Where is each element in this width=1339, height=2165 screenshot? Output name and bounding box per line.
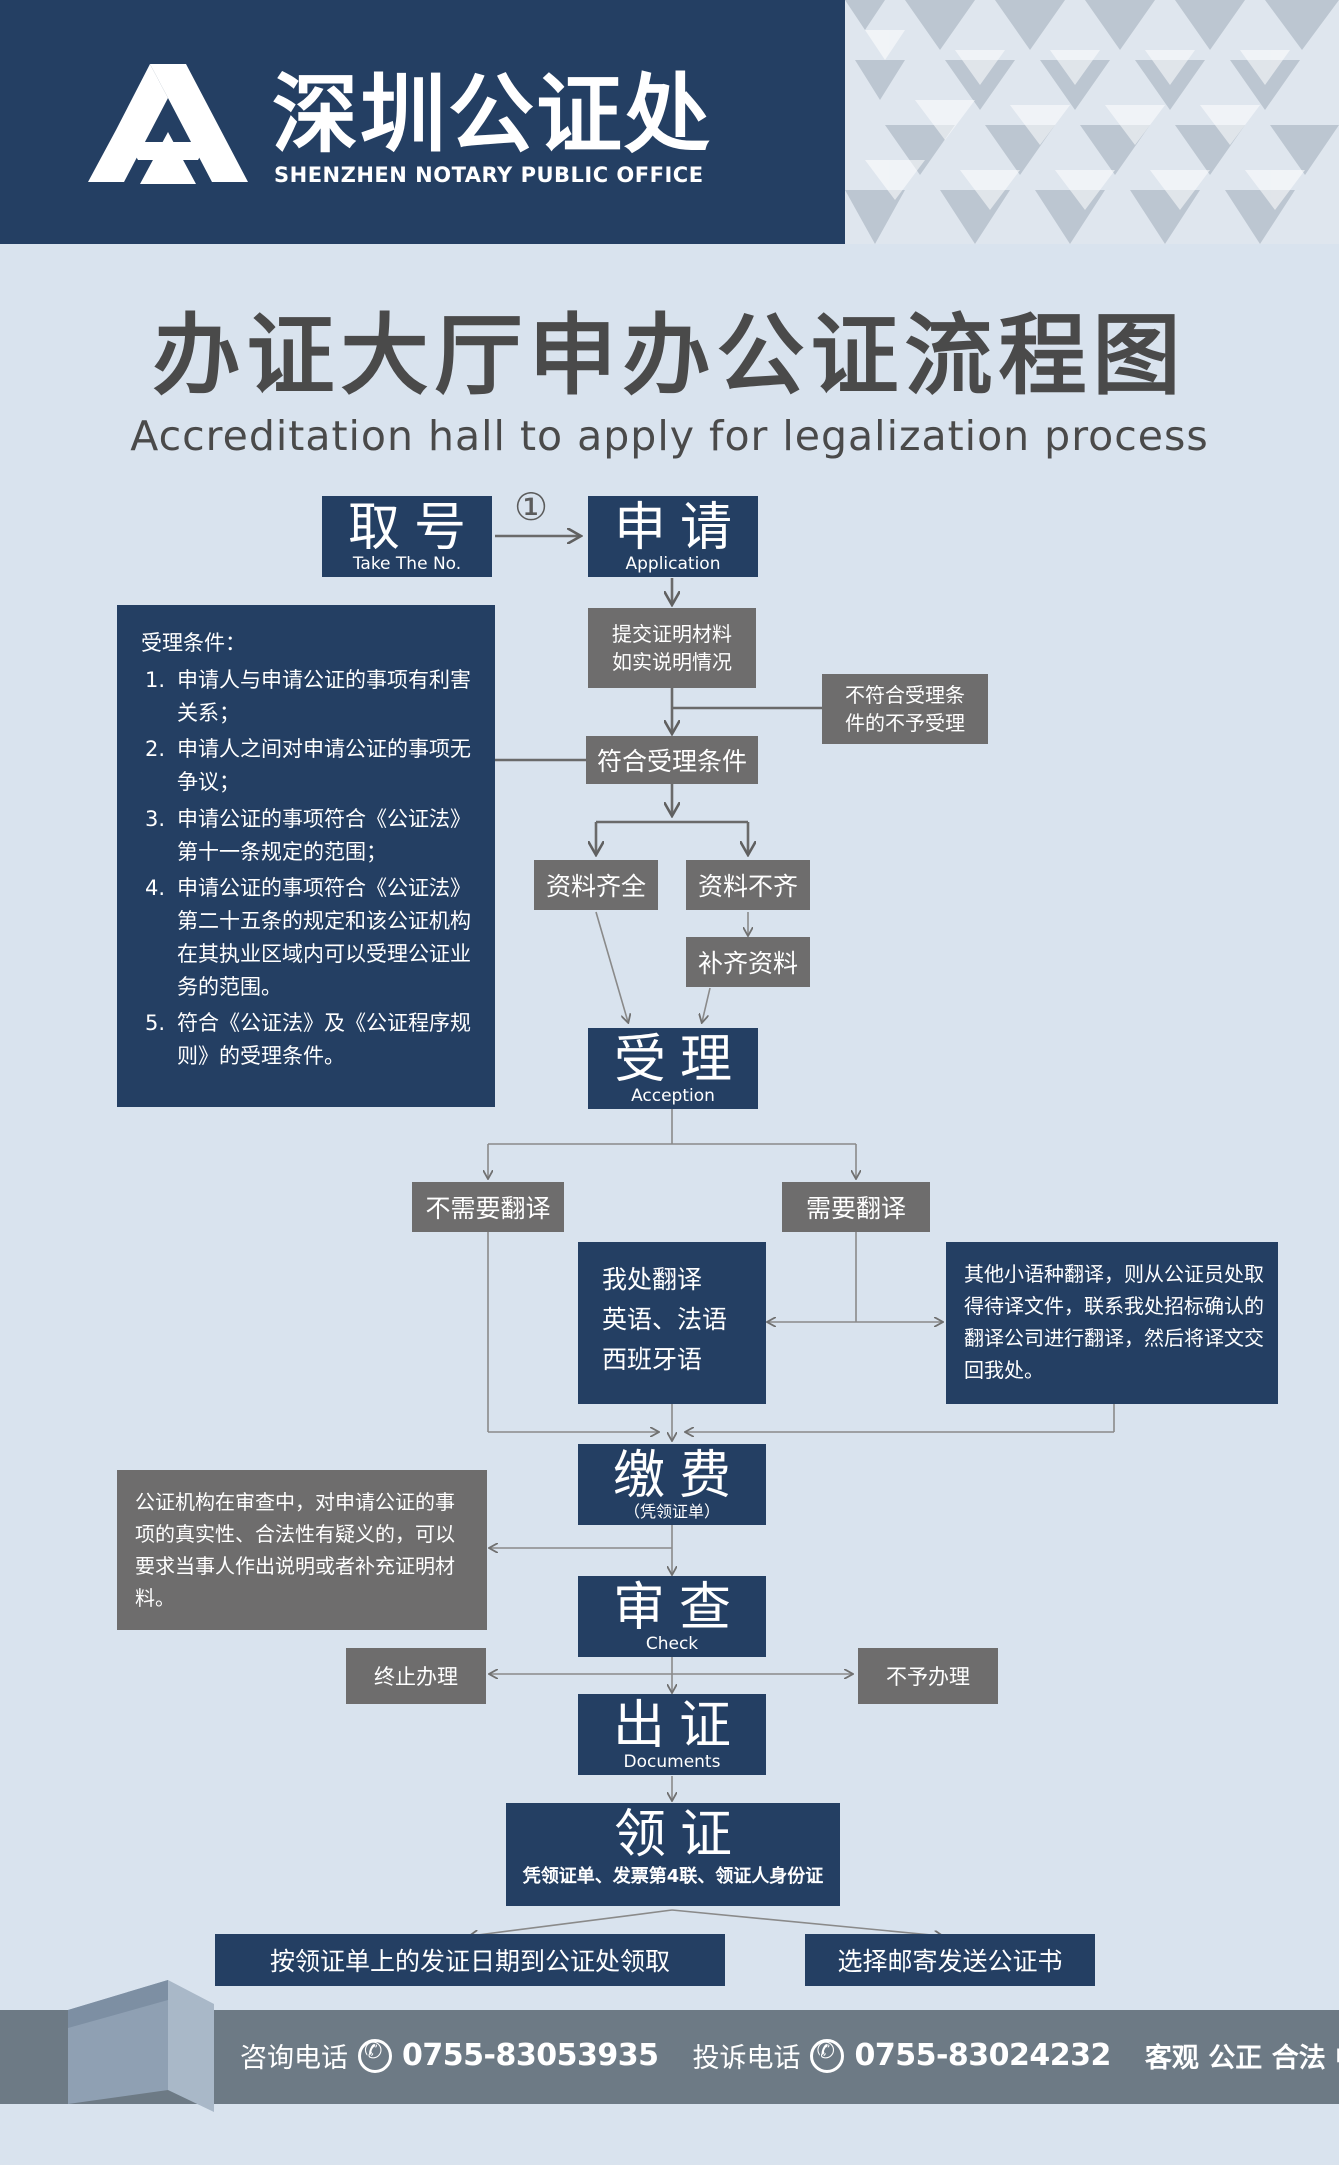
complaint-number[interactable]: 0755-83024232 xyxy=(854,2038,1111,2073)
step-issue: 出证 Documents xyxy=(578,1694,766,1775)
refuse-box: 不予办理 xyxy=(858,1648,998,1704)
step-payment-note: （凭领证单） xyxy=(623,1502,720,1522)
meets-conditions-box: 符合受理条件 xyxy=(586,736,758,784)
collect-onsite-box: 按领证单上的发证日期到公证处领取 xyxy=(215,1934,725,1986)
step-payment: 缴费 （凭领证单） xyxy=(578,1444,766,1525)
consult-label: 咨询电话 xyxy=(240,2043,348,2074)
in-house-translation-line-2: 英语、法语 xyxy=(602,1305,728,1334)
not-meet-line-2: 件的不予受理 xyxy=(845,711,965,735)
notary-logo xyxy=(88,64,248,184)
materials-incomplete-box: 资料不齐 xyxy=(686,860,810,910)
need-translation-box: 需要翻译 xyxy=(782,1182,930,1232)
submit-materials-line-1: 提交证明材料 xyxy=(612,622,732,646)
step-issue-en: Documents xyxy=(623,1752,721,1773)
step-acceptance: 受理 Acception xyxy=(588,1028,758,1109)
step-check-en: Check xyxy=(645,1634,699,1655)
condition-item: 5.符合《公证法》及《公证程序规则》的受理条件。 xyxy=(145,1011,471,1068)
other-language-translation-box: 其他小语种翻译，则从公证员处取得待译文件，联系我处招标确认的翻译公司进行翻译，然… xyxy=(946,1242,1278,1404)
step-take-number-cn: 取号 xyxy=(347,498,480,558)
phone-icon xyxy=(358,2038,392,2073)
step-issue-cn: 出证 xyxy=(612,1696,745,1756)
page-subtitle: Accreditation hall to apply for legaliza… xyxy=(130,412,1209,460)
header-pattern xyxy=(845,0,1339,244)
not-meet-line-1: 不符合受理条 xyxy=(845,683,965,707)
footer-motto: 客观 公正 合法 中立 xyxy=(1144,2043,1339,2074)
step-acceptance-cn: 受理 xyxy=(613,1030,746,1090)
in-house-translation-line-3: 西班牙语 xyxy=(602,1345,703,1374)
condition-item: 2.申请人之间对申请公证的事项无争议； xyxy=(145,737,471,794)
step-check: 审查 Check xyxy=(578,1576,766,1657)
step-collect: 领证 凭领证单、发票第4联、领证人身份证 xyxy=(506,1803,840,1906)
acceptance-conditions-panel: 受理条件： 1.申请人与申请公证的事项有利害关系； 2.申请人之间对申请公证的事… xyxy=(117,605,495,1107)
consult-number[interactable]: 0755-83053935 xyxy=(402,2038,659,2073)
page-title: 办证大厅申办公证流程图 xyxy=(152,304,1187,407)
review-note-box: 公证机构在审查中，对申请公证的事项的真实性、合法性有疑义的，可以要求当事人作出说… xyxy=(117,1470,487,1630)
collect-by-mail-box: 选择邮寄发送公证书 xyxy=(805,1934,1095,1986)
step-check-cn: 审查 xyxy=(612,1578,745,1638)
condition-item: 1.申请人与申请公证的事项有利害关系； xyxy=(145,667,471,725)
brand-name-cn: 深圳公证处 xyxy=(272,65,712,165)
step-application-cn: 申请 xyxy=(613,498,746,558)
step-take-number-en: Take The No. xyxy=(352,554,462,575)
supplement-materials-box: 补齐资料 xyxy=(686,937,810,987)
step-application: 申请 Application xyxy=(588,496,758,577)
step-collect-cn: 领证 xyxy=(613,1805,746,1865)
step-application-en: Application xyxy=(625,554,721,575)
not-meet-conditions-box: 不符合受理条 件的不予受理 xyxy=(822,674,988,744)
submit-materials-line-2: 如实说明情况 xyxy=(612,650,732,674)
in-house-translation-box: 我处翻译 英语、法语 西班牙语 xyxy=(578,1242,766,1404)
step-marker: ① xyxy=(514,485,549,529)
footer-bar xyxy=(0,2010,1339,2104)
materials-complete-box: 资料齐全 xyxy=(534,860,658,910)
step-payment-cn: 缴费 xyxy=(612,1446,745,1506)
condition-item: 4.申请公证的事项符合《公证法》第二十五条的规定和该公证机构在其执业区域内可以受… xyxy=(145,876,471,999)
step-take-number: 取号 Take The No. xyxy=(322,496,492,577)
no-translation-box: 不需要翻译 xyxy=(412,1182,564,1232)
footer-ribbon xyxy=(68,1980,214,2112)
in-house-translation-line-1: 我处翻译 xyxy=(602,1265,703,1294)
conditions-list: 1.申请人与申请公证的事项有利害关系； 2.申请人之间对申请公证的事项无争议； … xyxy=(141,664,473,1073)
submit-materials-box: 提交证明材料 如实说明情况 xyxy=(588,608,756,688)
conditions-heading: 受理条件： xyxy=(141,631,246,655)
brand-name-en: SHENZHEN NOTARY PUBLIC OFFICE xyxy=(274,163,704,187)
terminate-box: 终止办理 xyxy=(346,1648,486,1704)
phone-icon xyxy=(810,2038,845,2073)
condition-item: 3.申请公证的事项符合《公证法》第十一条规定的范围； xyxy=(145,806,471,864)
footer-contact: 咨询电话 0755-83053935 投诉电话 0755-83024232 客观… xyxy=(240,2036,1339,2075)
step-acceptance-en: Acception xyxy=(631,1086,715,1107)
complaint-label: 投诉电话 xyxy=(692,2043,801,2074)
step-collect-note: 凭领证单、发票第4联、领证人身份证 xyxy=(522,1866,824,1888)
